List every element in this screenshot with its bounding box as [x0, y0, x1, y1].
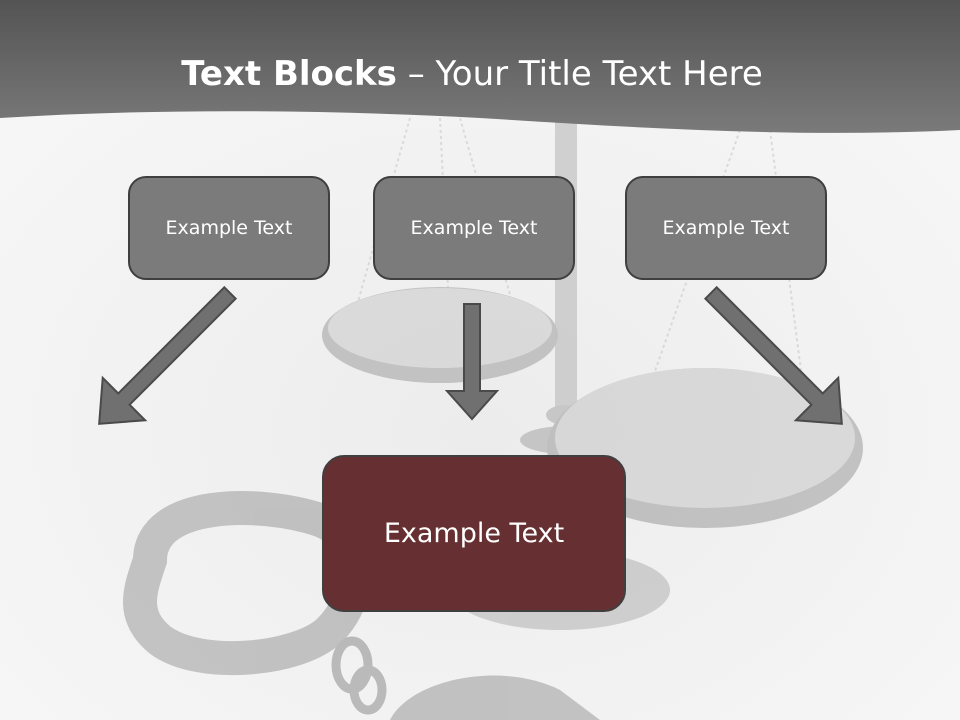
- handcuffs-illustration: [123, 491, 600, 720]
- text-block-left[interactable]: Example Text: [128, 176, 330, 280]
- arrow-right-icon: [703, 285, 843, 425]
- page-title: Text Blocks – Your Title Text Here: [0, 54, 944, 94]
- text-block-main[interactable]: Example Text: [322, 455, 626, 612]
- text-block-main-label: Example Text: [383, 518, 565, 549]
- arrow-down-icon: [444, 303, 500, 421]
- title-rest: Your Title Text Here: [435, 54, 763, 94]
- text-block-right[interactable]: Example Text: [625, 176, 827, 280]
- text-block-center-label: Example Text: [410, 217, 538, 239]
- title-separator: –: [396, 54, 436, 94]
- text-block-center[interactable]: Example Text: [373, 176, 575, 280]
- title-bold: Text Blocks: [181, 54, 397, 94]
- text-block-left-label: Example Text: [165, 217, 293, 239]
- text-block-right-label: Example Text: [662, 217, 790, 239]
- arrow-left-icon: [98, 285, 238, 425]
- header-band: [0, 0, 960, 133]
